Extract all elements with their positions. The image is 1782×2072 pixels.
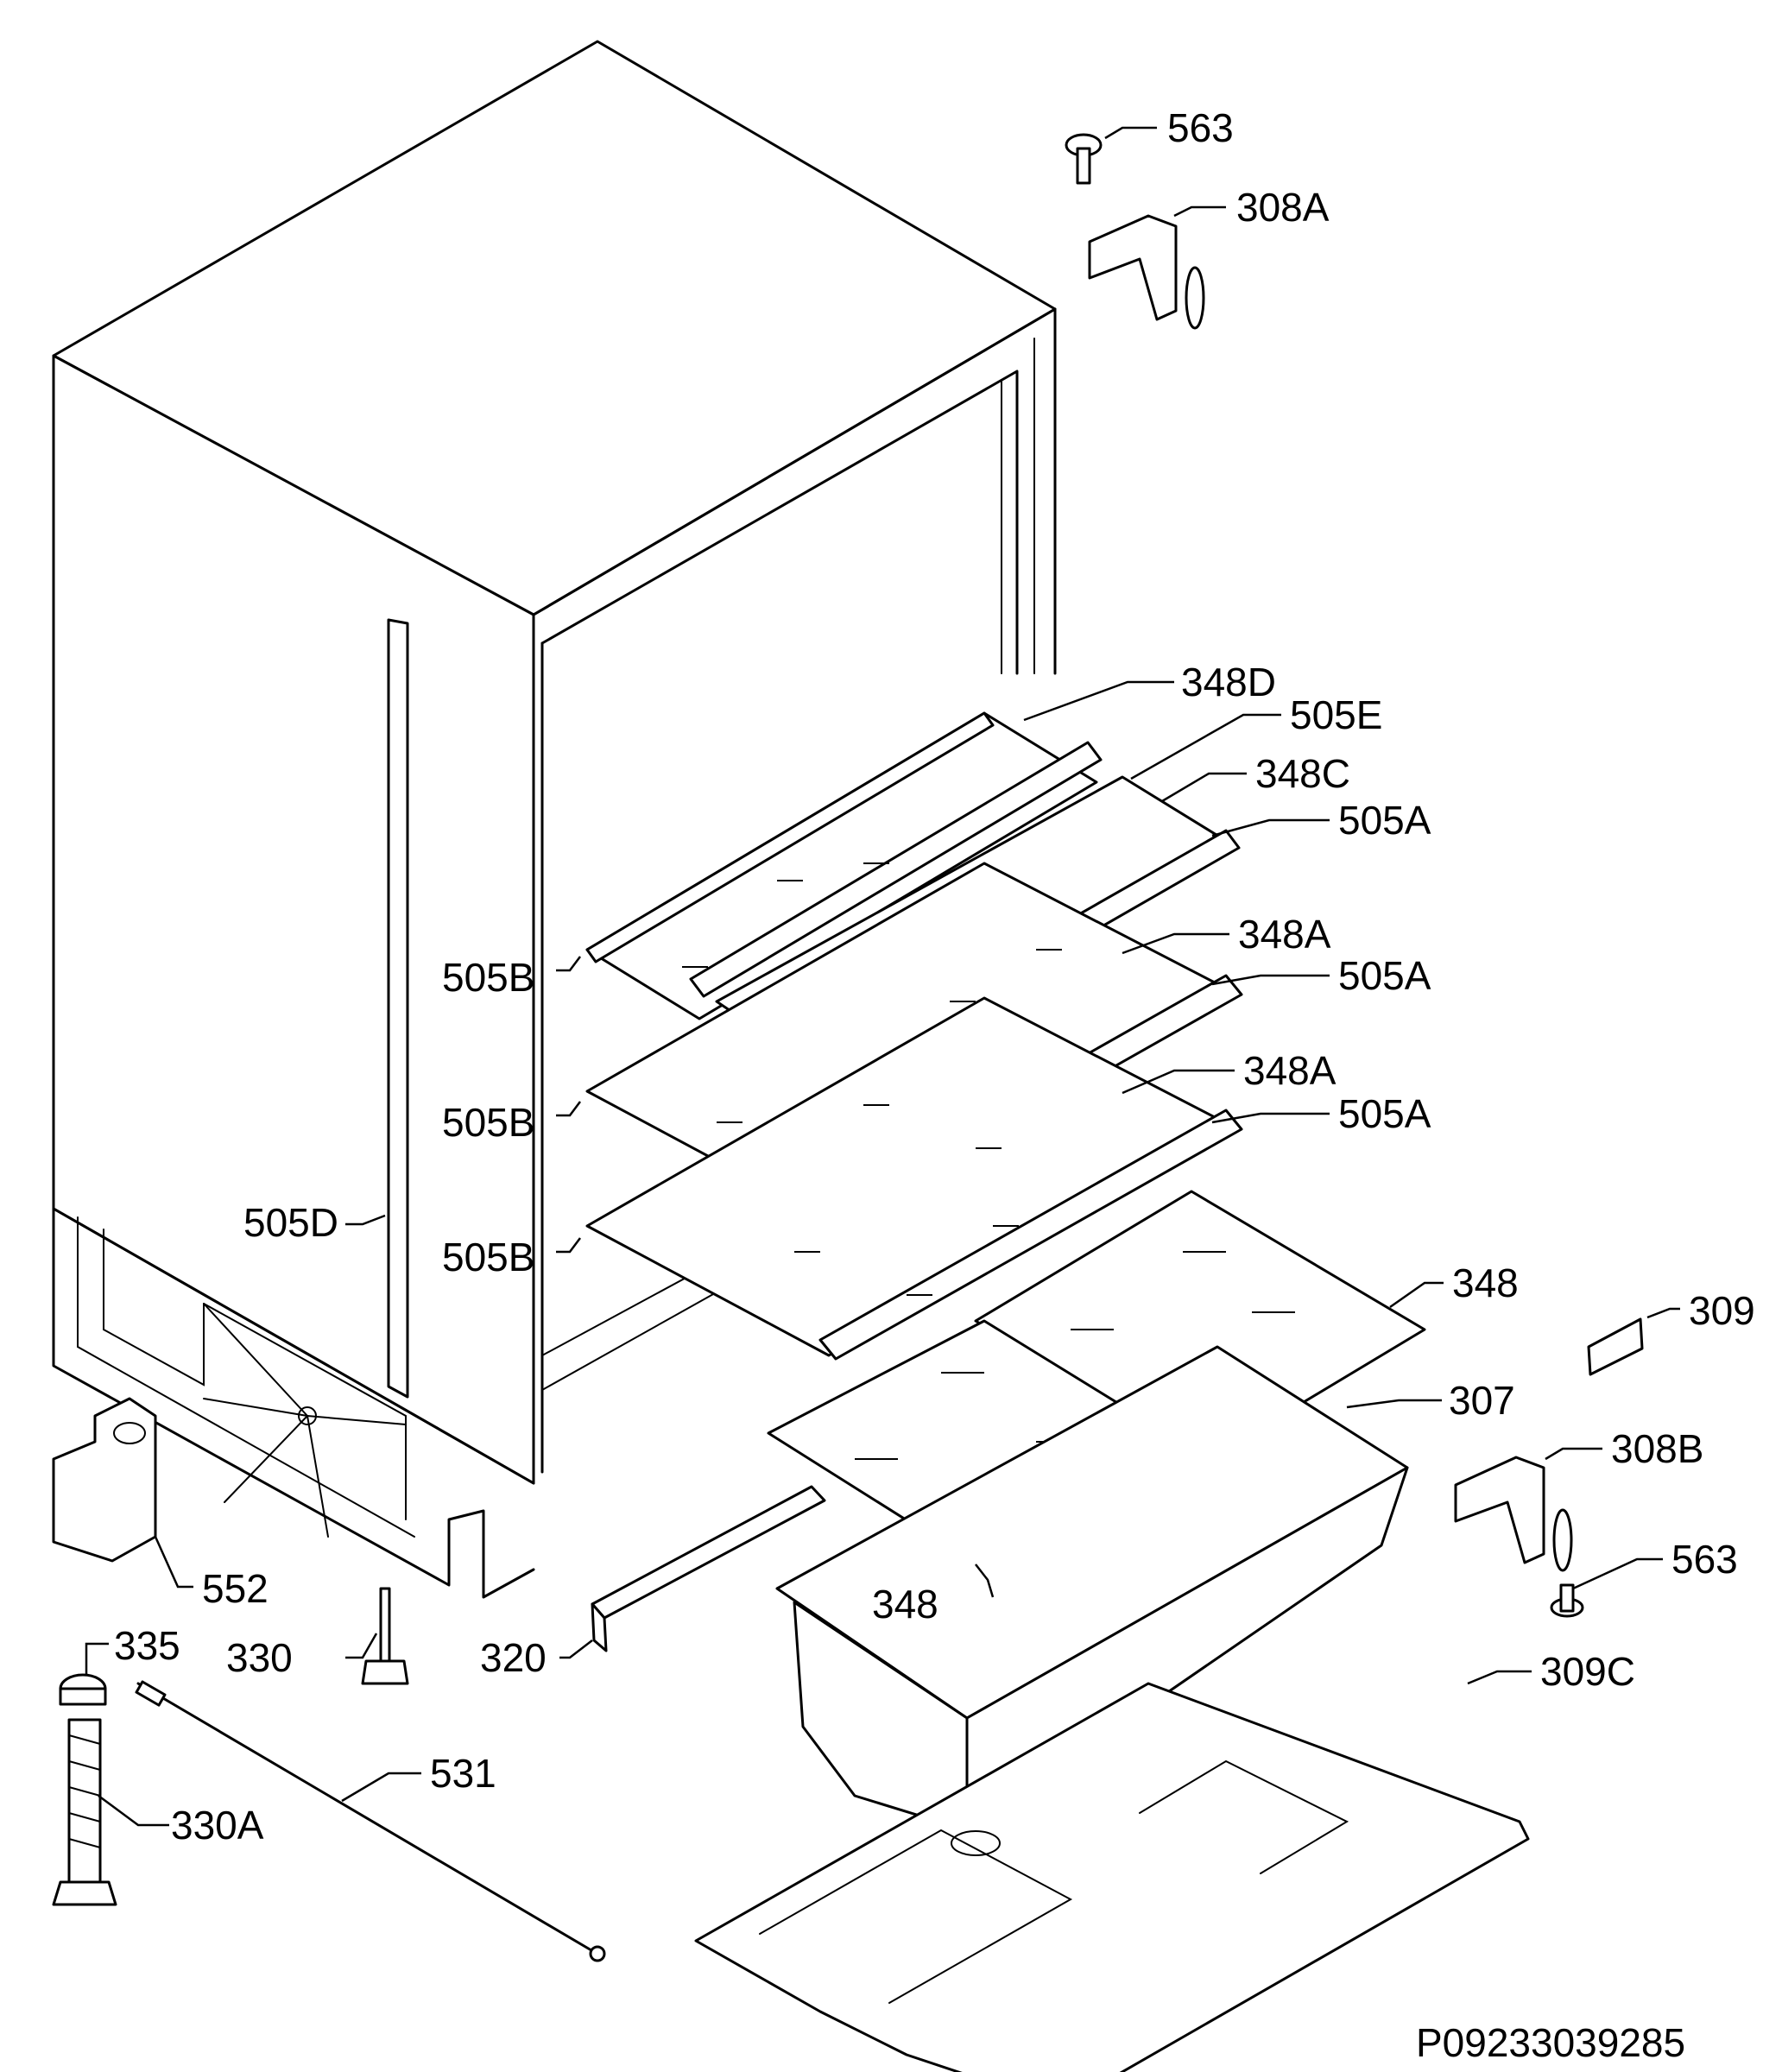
label-505E: 505E — [1290, 692, 1382, 737]
bracket-552 — [52, 1397, 157, 1563]
label-348D: 348D — [1181, 660, 1276, 704]
label-505B-2: 505B — [442, 1100, 534, 1145]
part-labels: 563 308A 348D 505E 348C 505A 348A 505A 3… — [114, 105, 1755, 2065]
label-552: 552 — [202, 1566, 269, 1611]
screw-563-bottom — [1550, 1583, 1584, 1618]
label-307: 307 — [1449, 1378, 1515, 1423]
label-309C: 309C — [1540, 1649, 1635, 1694]
label-348-2: 348 — [872, 1582, 938, 1627]
adjustable-foot-330A — [52, 1718, 117, 1906]
screw-563-top — [1065, 133, 1103, 185]
label-335: 335 — [114, 1623, 180, 1668]
base-cover-320 — [591, 1485, 826, 1652]
label-505B-1: 505B — [442, 955, 534, 1000]
label-505A-1: 505A — [1338, 798, 1431, 843]
label-505A-3: 505A — [1338, 1091, 1431, 1136]
label-563-top: 563 — [1167, 105, 1234, 150]
label-348A-1: 348A — [1238, 912, 1331, 957]
glass-hatching — [682, 862, 1062, 1296]
bottom-tray-309C — [694, 1682, 1530, 2072]
label-348C: 348C — [1255, 751, 1350, 796]
label-308A: 308A — [1236, 185, 1330, 230]
label-309: 309 — [1689, 1288, 1755, 1333]
label-330A: 330A — [171, 1803, 264, 1848]
label-320: 320 — [480, 1635, 547, 1680]
label-505B-3: 505B — [442, 1235, 534, 1279]
foot-330 — [361, 1587, 409, 1685]
nut-335 — [59, 1673, 107, 1706]
shelf-348D — [585, 711, 1103, 1020]
label-563-bottom: 563 — [1671, 1537, 1738, 1582]
label-505D: 505D — [243, 1200, 338, 1245]
label-330: 330 — [226, 1635, 293, 1680]
rod-531 — [135, 1680, 606, 1962]
label-348-1: 348 — [1452, 1260, 1519, 1305]
cabinet-body — [52, 40, 1057, 1599]
label-505A-2: 505A — [1338, 953, 1431, 998]
drawing-id: P09233039285 — [1416, 2020, 1685, 2065]
leader-lines — [85, 126, 1680, 1827]
cover-309 — [1587, 1317, 1644, 1376]
hinge-308B — [1454, 1456, 1573, 1572]
hinge-308A — [1088, 214, 1205, 330]
label-531: 531 — [430, 1751, 496, 1796]
label-348A-2: 348A — [1243, 1048, 1336, 1093]
label-308B: 308B — [1611, 1426, 1703, 1471]
shelf-348A-lower — [585, 996, 1243, 1361]
